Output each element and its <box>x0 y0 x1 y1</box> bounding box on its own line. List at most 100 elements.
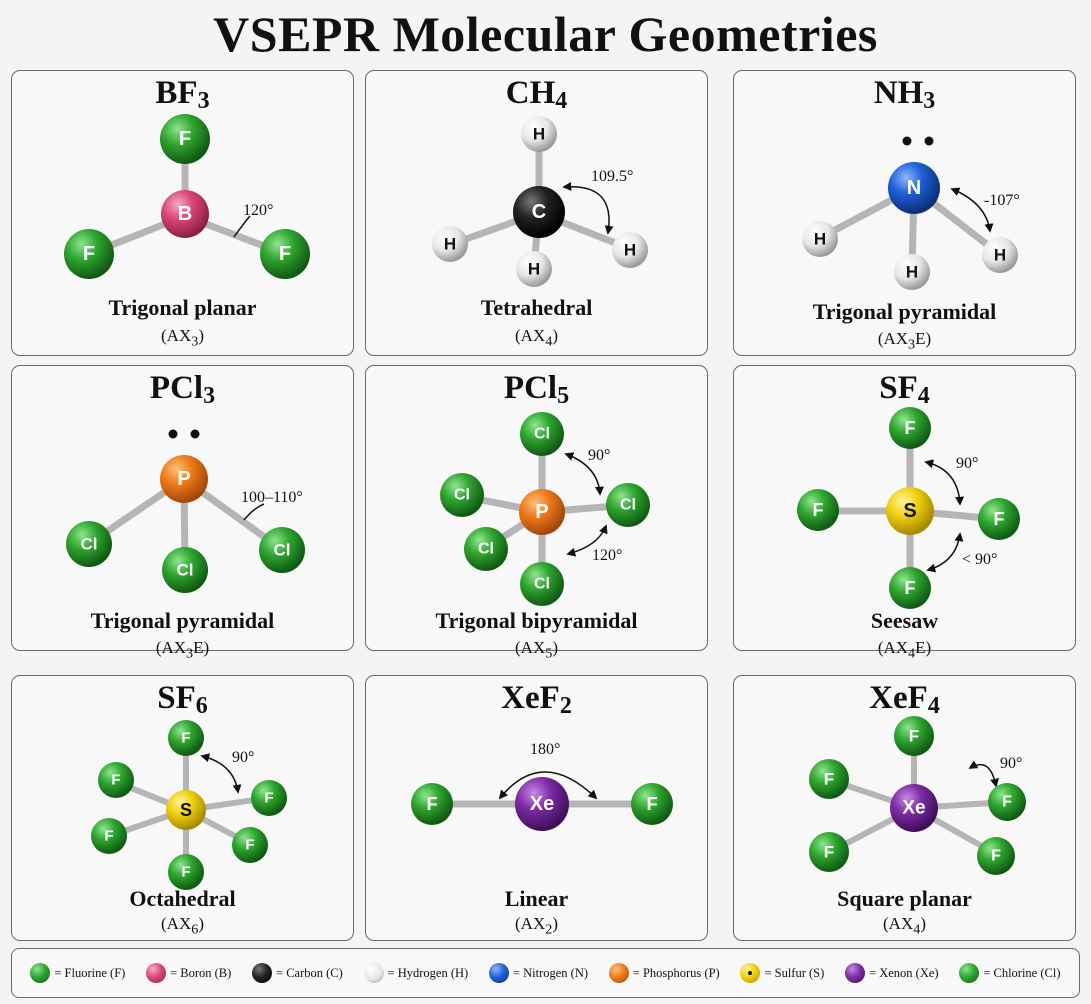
fluorine-atom: F <box>64 229 114 279</box>
fluorine-atom: F <box>160 114 210 164</box>
molecule-formula: PCl5 <box>503 370 570 409</box>
fluorine-atom: F <box>411 783 453 825</box>
svg-text:P: P <box>535 501 548 523</box>
angle-label: 90° <box>956 455 978 472</box>
svg-text:F: F <box>824 770 834 789</box>
geometry-name: Seesaw <box>870 608 939 633</box>
fluorine-atom: F <box>251 780 287 816</box>
boron-atom: B <box>161 190 209 238</box>
legend-item-phosphorus: = Phosphorus (P) <box>608 963 720 983</box>
angle-label: 120° <box>592 547 622 564</box>
lone-pair-dot <box>902 136 912 146</box>
svg-text:H: H <box>994 246 1006 265</box>
molecule-formula: XeF2 <box>501 680 572 719</box>
geometry-name: Square planar <box>837 886 972 911</box>
hydrogen-atom: H <box>432 226 468 262</box>
nitrogen-atom: N <box>888 162 940 214</box>
svg-text:Cl: Cl <box>534 576 550 593</box>
svg-text:F: F <box>427 794 438 814</box>
xenon-dot-icon <box>845 963 866 983</box>
lone-pair-dot <box>190 429 200 439</box>
hydrogen-atom: H <box>516 251 552 287</box>
hydrogen-atom: H <box>612 232 648 268</box>
chlorine-atom: Cl <box>606 483 650 527</box>
svg-text:Cl: Cl <box>177 561 194 580</box>
hydrogen-atom: H <box>982 237 1018 273</box>
legend-item-sulfur: = Sulfur (S) <box>740 963 824 983</box>
sf4-model: 90° < 90° F F F S F <box>797 407 1020 609</box>
legend-item-xenon: = Xenon (Xe) <box>845 963 939 983</box>
svg-text:Cl: Cl <box>81 535 98 554</box>
sulfur-dot-icon <box>740 963 761 983</box>
svg-text:Cl: Cl <box>274 541 291 560</box>
geometry-name: Trigonal planar <box>108 295 257 320</box>
molecule-formula: CH4 <box>505 75 568 114</box>
hydrogen-dot-icon <box>363 963 384 983</box>
fluorine-atom: F <box>809 759 849 799</box>
phosphorus-atom: P <box>160 455 208 503</box>
angle-label: 100–110° <box>241 489 303 506</box>
chlorine-atom: Cl <box>66 521 112 567</box>
molecule-formula: PCl3 <box>149 370 216 409</box>
svg-text:H: H <box>528 260 540 279</box>
svg-text:F: F <box>824 843 834 862</box>
element-legend: = Fluorine (F) = Boron (B) = Carbon (C) … <box>11 948 1080 998</box>
xenon-atom: Xe <box>890 784 938 832</box>
svg-text:H: H <box>814 230 826 249</box>
fluorine-atom: F <box>260 229 310 279</box>
fluorine-atom: F <box>889 567 931 609</box>
pcl5-model: 90° 120° Cl Cl Cl P Cl Cl <box>440 412 650 606</box>
svg-text:F: F <box>264 790 273 807</box>
svg-text:F: F <box>83 243 95 265</box>
svg-text:H: H <box>906 263 918 282</box>
svg-text:H: H <box>624 241 636 260</box>
svg-text:S: S <box>903 500 916 522</box>
legend-item-nitrogen: = Nitrogen (N) <box>488 963 588 983</box>
sf6-model: 90° F F F S F F F <box>91 720 287 890</box>
chlorine-atom: Cl <box>259 527 305 573</box>
fluorine-atom: F <box>978 498 1020 540</box>
xef4-model: 90° F F F Xe F F <box>809 716 1026 875</box>
fluorine-atom: F <box>631 783 673 825</box>
axe-notation: (AX5) <box>515 638 558 662</box>
ch4-model: 109.5° H C H H H <box>432 116 648 287</box>
chlorine-atom: Cl <box>162 547 208 593</box>
hydrogen-atom: H <box>521 116 557 152</box>
phosphorus-dot-icon <box>608 963 629 983</box>
fluorine-dot-icon <box>30 963 51 983</box>
fluorine-atom: F <box>809 832 849 872</box>
carbon-dot-icon <box>252 963 273 983</box>
chlorine-atom: Cl <box>520 412 564 456</box>
svg-text:Cl: Cl <box>534 426 550 443</box>
angle-label: 90° <box>588 447 610 464</box>
chlorine-dot-icon <box>959 963 980 983</box>
axe-notation: (AX2) <box>515 914 558 938</box>
chlorine-atom: Cl <box>520 562 564 606</box>
svg-text:F: F <box>111 772 120 789</box>
angle-label: 90° <box>1000 755 1022 772</box>
svg-text:Xe: Xe <box>902 798 925 819</box>
bf3-model: 120° F F F B <box>64 114 310 279</box>
legend-item-carbon: = Carbon (C) <box>252 963 343 983</box>
svg-text:F: F <box>104 828 113 845</box>
svg-text:F: F <box>179 128 191 150</box>
molecule-card-pcl3: PCl3 100–110° P Cl Cl Cl Trigonal pyrami… <box>11 365 354 661</box>
chlorine-atom: Cl <box>440 473 484 517</box>
svg-text:Cl: Cl <box>478 541 494 558</box>
fluorine-atom: F <box>168 854 204 890</box>
geometry-name: Octahedral <box>129 886 236 911</box>
svg-text:H: H <box>533 125 545 144</box>
fluorine-atom: F <box>98 762 134 798</box>
svg-text:F: F <box>181 864 190 881</box>
phosphorus-atom: P <box>519 489 565 535</box>
angle-label: 120° <box>243 202 273 219</box>
boron-dot-icon <box>146 963 167 983</box>
svg-text:F: F <box>647 794 658 814</box>
chlorine-atom: Cl <box>464 527 508 571</box>
svg-text:F: F <box>813 500 824 520</box>
geometry-name: Linear <box>504 886 569 911</box>
sulfur-atom: S <box>886 487 934 535</box>
svg-text:F: F <box>1002 794 1012 811</box>
molecule-formula: SF6 <box>157 680 208 719</box>
hydrogen-atom: H <box>894 254 930 290</box>
